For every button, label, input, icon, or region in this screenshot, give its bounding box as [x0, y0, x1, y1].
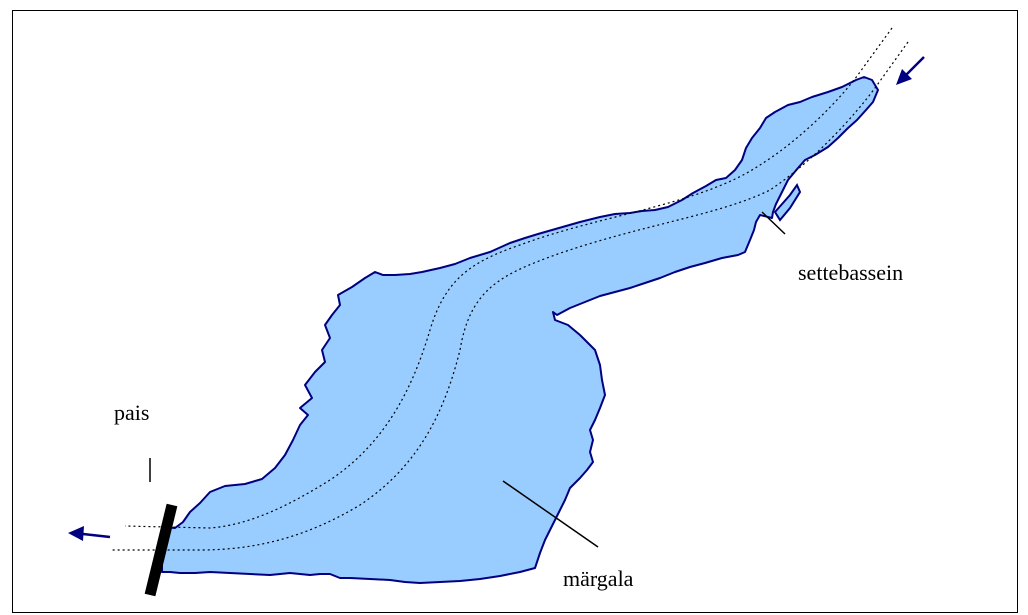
channel-line-lower — [112, 41, 909, 551]
margala-label: märgala — [563, 566, 634, 591]
channel-line-upper — [124, 27, 893, 529]
arrow-down-left-icon — [896, 56, 925, 85]
shore-spit — [773, 182, 802, 222]
margala-leader — [502, 480, 599, 548]
pais-label: pais — [114, 400, 150, 425]
arrow-left-icon — [68, 526, 111, 541]
settebassein-leader — [761, 211, 786, 235]
settebassein-label: settebassein — [798, 260, 904, 285]
dam-bar — [144, 503, 178, 597]
lake-shape — [161, 76, 879, 584]
